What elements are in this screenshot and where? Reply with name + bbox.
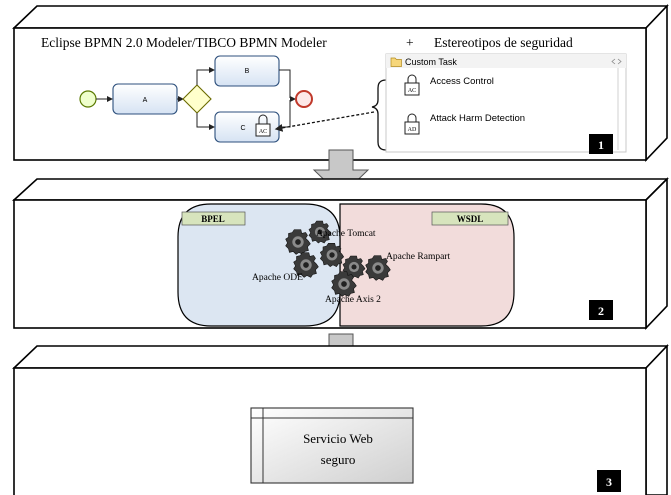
bpmn-task-b [214,55,280,87]
svg-text:AD: AD [408,127,417,133]
palette-title: Custom Task [405,57,457,67]
palette-brace [371,79,387,151]
palette-item-label: Attack Harm Detection [430,113,525,124]
stage-1-badge-number: 1 [598,138,604,152]
stage-1-badge [589,134,613,154]
stage-2-badge [589,300,613,320]
wsdl-label: WSDL [457,214,484,224]
gear-label-tomcat: Apache Tomcat [316,229,376,239]
lock-icon: AD [404,113,420,135]
bpmn-task-c-label: C [240,125,245,132]
gear-label-axis: Apache Axis 2 [325,295,381,305]
stage-1-header-plus: + [406,35,414,50]
palette-item-label: Access Control [430,76,494,87]
bpel-label-box [181,211,246,226]
flow-b-to-end [279,69,291,98]
bpmn-process-model: A B C AC [79,55,375,143]
stage-1-panel: Eclipse BPMN 2.0 Modeler/TIBCO BPMN Mode… [12,4,669,162]
stereotype-drag-arrow [274,111,375,132]
bpmn-end-event [295,90,313,108]
flow-gateway-to-c [196,113,215,130]
palette-item-attack-harm-detection[interactable]: AD Attack Harm Detection [404,113,525,135]
stage-3-badge [597,470,621,492]
bpmn-start-event [79,90,97,108]
svg-text:AC: AC [259,129,267,135]
palette-item-access-control[interactable]: AC Access Control [404,74,494,96]
palette-header [386,54,626,68]
stage-3-panel: Servicio Web seguro 3 [12,344,669,495]
task-c-lock-stereotype-icon: AC [255,114,271,137]
gear-label-rampart: Apache Rampart [386,252,450,262]
stage-2-panel: BPEL WSDL Apache Tomcat Apache Rampart A… [11,177,669,330]
stage-1-side-face [645,4,668,162]
wsdl-region [339,203,515,327]
stage-1-header-left: Eclipse BPMN 2.0 Modeler/TIBCO BPMN Mode… [41,35,327,50]
stage-2-side-face [645,177,668,330]
bpmn-task-b-label: B [245,68,250,75]
gear-label-ode: Apache ODE [252,273,303,283]
wsdl-label-box [431,211,509,226]
stage-1-header-right: Estereotipos de seguridad [434,35,573,50]
service-line-1: Servicio Web [303,431,373,446]
secure-web-service-box: Servicio Web seguro [250,407,414,484]
service-line-2: seguro [321,452,356,467]
stage-3-side-face [645,344,668,495]
svg-text:AC: AC [408,88,416,94]
folder-icon [390,57,402,67]
palette-collapse-icon[interactable] [611,58,622,65]
bpel-label: BPEL [201,214,225,224]
stage-2-top-face [11,178,669,201]
lock-icon: AC [404,74,420,96]
stage-3-top-face [12,345,669,369]
stage-2-badge-number: 2 [598,304,604,318]
bpmn-task-a-label: A [143,97,148,104]
flow-gateway-to-b [196,67,215,85]
stage-3-badge-number: 3 [606,475,612,489]
custom-task-palette: Custom Task AC Access Control AD [385,53,627,153]
stage-1-top-face [12,5,669,29]
